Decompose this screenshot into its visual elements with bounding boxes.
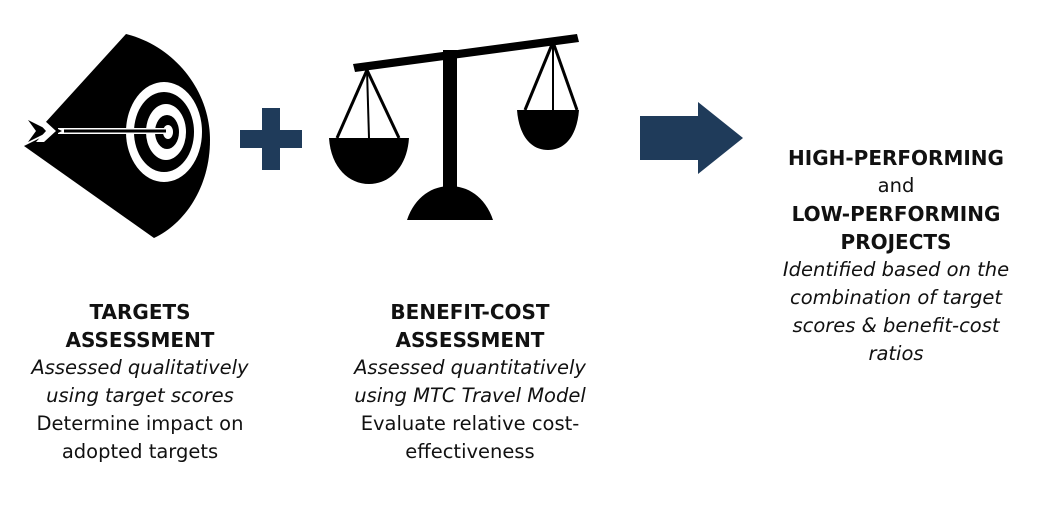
result-desc-line2: combination of target <box>790 286 1002 309</box>
benefit-cost-title-line1: BENEFIT-COST <box>390 300 550 324</box>
benefit-cost-title-line2: ASSESSMENT <box>395 328 545 352</box>
arrow-icon <box>24 116 166 146</box>
result-line2: and <box>877 174 915 197</box>
benefit-cost-purpose-line1: Evaluate relative cost- <box>360 412 580 435</box>
targets-method-line2: using target scores <box>46 384 234 407</box>
benefit-cost-method-line2: using MTC Travel Model <box>354 384 586 407</box>
targets-assessment-block: TARGETS ASSESSMENT Assessed qualitativel… <box>28 298 252 466</box>
result-line4: PROJECTS <box>840 230 952 254</box>
result-block: HIGH-PERFORMING and LOW-PERFORMING PROJE… <box>756 144 1036 368</box>
benefit-cost-method-line1: Assessed quantitatively <box>354 356 586 379</box>
target-icon <box>24 34 210 238</box>
result-desc-line4: ratios <box>868 342 924 365</box>
result-line3: LOW-PERFORMING <box>791 202 1001 226</box>
result-desc-line1: Identified based on the <box>782 258 1010 281</box>
balance-scale-icon <box>329 34 579 220</box>
targets-title-line1: TARGETS <box>89 300 191 324</box>
targets-title-line2: ASSESSMENT <box>65 328 215 352</box>
benefit-cost-assessment-block: BENEFIT-COST ASSESSMENT Assessed quantit… <box>318 298 622 466</box>
benefit-cost-purpose-line2: effectiveness <box>405 440 535 463</box>
targets-purpose-line2: adopted targets <box>61 440 219 463</box>
targets-purpose-line1: Determine impact on <box>36 412 244 435</box>
right-arrow-icon <box>640 102 743 174</box>
targets-method-line1: Assessed qualitatively <box>31 356 249 379</box>
plus-icon <box>240 108 302 170</box>
result-line1: HIGH-PERFORMING <box>788 146 1004 170</box>
result-desc-line3: scores & benefit-cost <box>792 314 1000 337</box>
